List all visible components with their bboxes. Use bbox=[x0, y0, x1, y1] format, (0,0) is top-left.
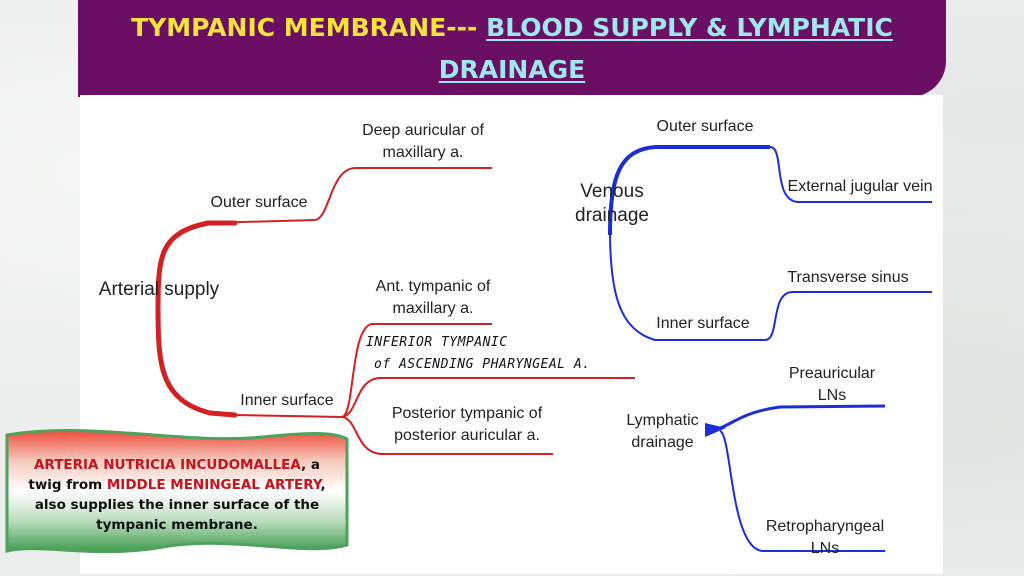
transverse-sinus-label: Transverse sinus bbox=[787, 269, 909, 286]
inferior-tympanic-label-line1: INFERIOR TYMPANIC bbox=[366, 335, 508, 350]
callout-highlight-1: ARTERIA NUTRICIA INCUDOMALLEA bbox=[33, 457, 302, 473]
deep-auricular-label: Deep auricular of maxillary a. bbox=[362, 122, 484, 161]
arterial-trunk-lower bbox=[155, 304, 238, 418]
inferior-tympanic-label-line2: of ASCENDING PHARYNGEAL A. bbox=[374, 357, 591, 372]
outer-surface-underline bbox=[207, 219, 316, 224]
venous-drainage-label: Venous drainage bbox=[575, 181, 649, 226]
callout-text-2: , also supplies the inner surface of the… bbox=[34, 477, 326, 533]
title-part-2: BLOOD SUPPLY & LYMPHATIC DRAINAGE bbox=[438, 13, 893, 84]
venous-trunk-lower bbox=[609, 229, 765, 341]
inner-surface-underline bbox=[234, 414, 343, 418]
ant-tympanic-label: Ant. tympanic of maxillary a. bbox=[375, 278, 491, 317]
external-jugular-vein-label: External jugular vein bbox=[787, 178, 933, 195]
callout-text-1: , a twig from bbox=[28, 457, 321, 493]
venous-outer-surface-label: Outer surface bbox=[656, 118, 754, 135]
inner-to-posterior-tympanic-line bbox=[341, 416, 553, 455]
arterial-trunk bbox=[155, 220, 238, 313]
lymph-trunk bbox=[707, 404, 886, 433]
slide-title: TYMPANIC MEMBRANE--- BLOOD SUPPLY & LYMP… bbox=[78, 7, 946, 91]
callout-shape bbox=[5, 429, 349, 554]
inner-to-inferior-tympanic-line bbox=[341, 377, 635, 418]
arterial-inner-surface-label: Inner surface bbox=[240, 392, 334, 409]
title-banner: TYMPANIC MEMBRANE--- BLOOD SUPPLY & LYMP… bbox=[78, 0, 946, 97]
outer-to-external-jugular-line bbox=[769, 146, 932, 203]
posterior-tympanic-label: Posterior tympanic of posterior auricula… bbox=[391, 405, 543, 444]
connector-lines bbox=[155, 145, 932, 552]
preauricular-lns-label: Preauricular LNs bbox=[788, 365, 876, 404]
retropharyngeal-lns-label: Retropharyngeal LNs bbox=[765, 518, 885, 557]
arteria-nutricia-callout: ARTERIA NUTRICIA INCUDOMALLEA, a twig fr… bbox=[3, 425, 351, 559]
lymphatic-drainage-label: Lymphatic drainage bbox=[626, 412, 699, 451]
callout-text: ARTERIA NUTRICIA INCUDOMALLEA, a twig fr… bbox=[17, 455, 337, 535]
outer-to-deep-auricular-line bbox=[314, 167, 492, 221]
venous-trunk-upper bbox=[608, 145, 770, 236]
lymph-trunk-lower bbox=[719, 430, 885, 552]
inner-to-transverse-sinus-line bbox=[764, 291, 932, 341]
callout-highlight-2: MIDDLE MENINGEAL ARTERY bbox=[106, 477, 321, 493]
venous-inner-surface-label: Inner surface bbox=[656, 315, 750, 332]
arterial-outer-surface-label: Outer surface bbox=[210, 194, 308, 211]
title-part-1: TYMPANIC MEMBRANE--- bbox=[131, 13, 478, 42]
inner-to-ant-tympanic-line bbox=[341, 323, 492, 418]
arterial-supply-label: Arterial supply bbox=[98, 279, 220, 300]
lymph-node-joint bbox=[705, 423, 726, 437]
